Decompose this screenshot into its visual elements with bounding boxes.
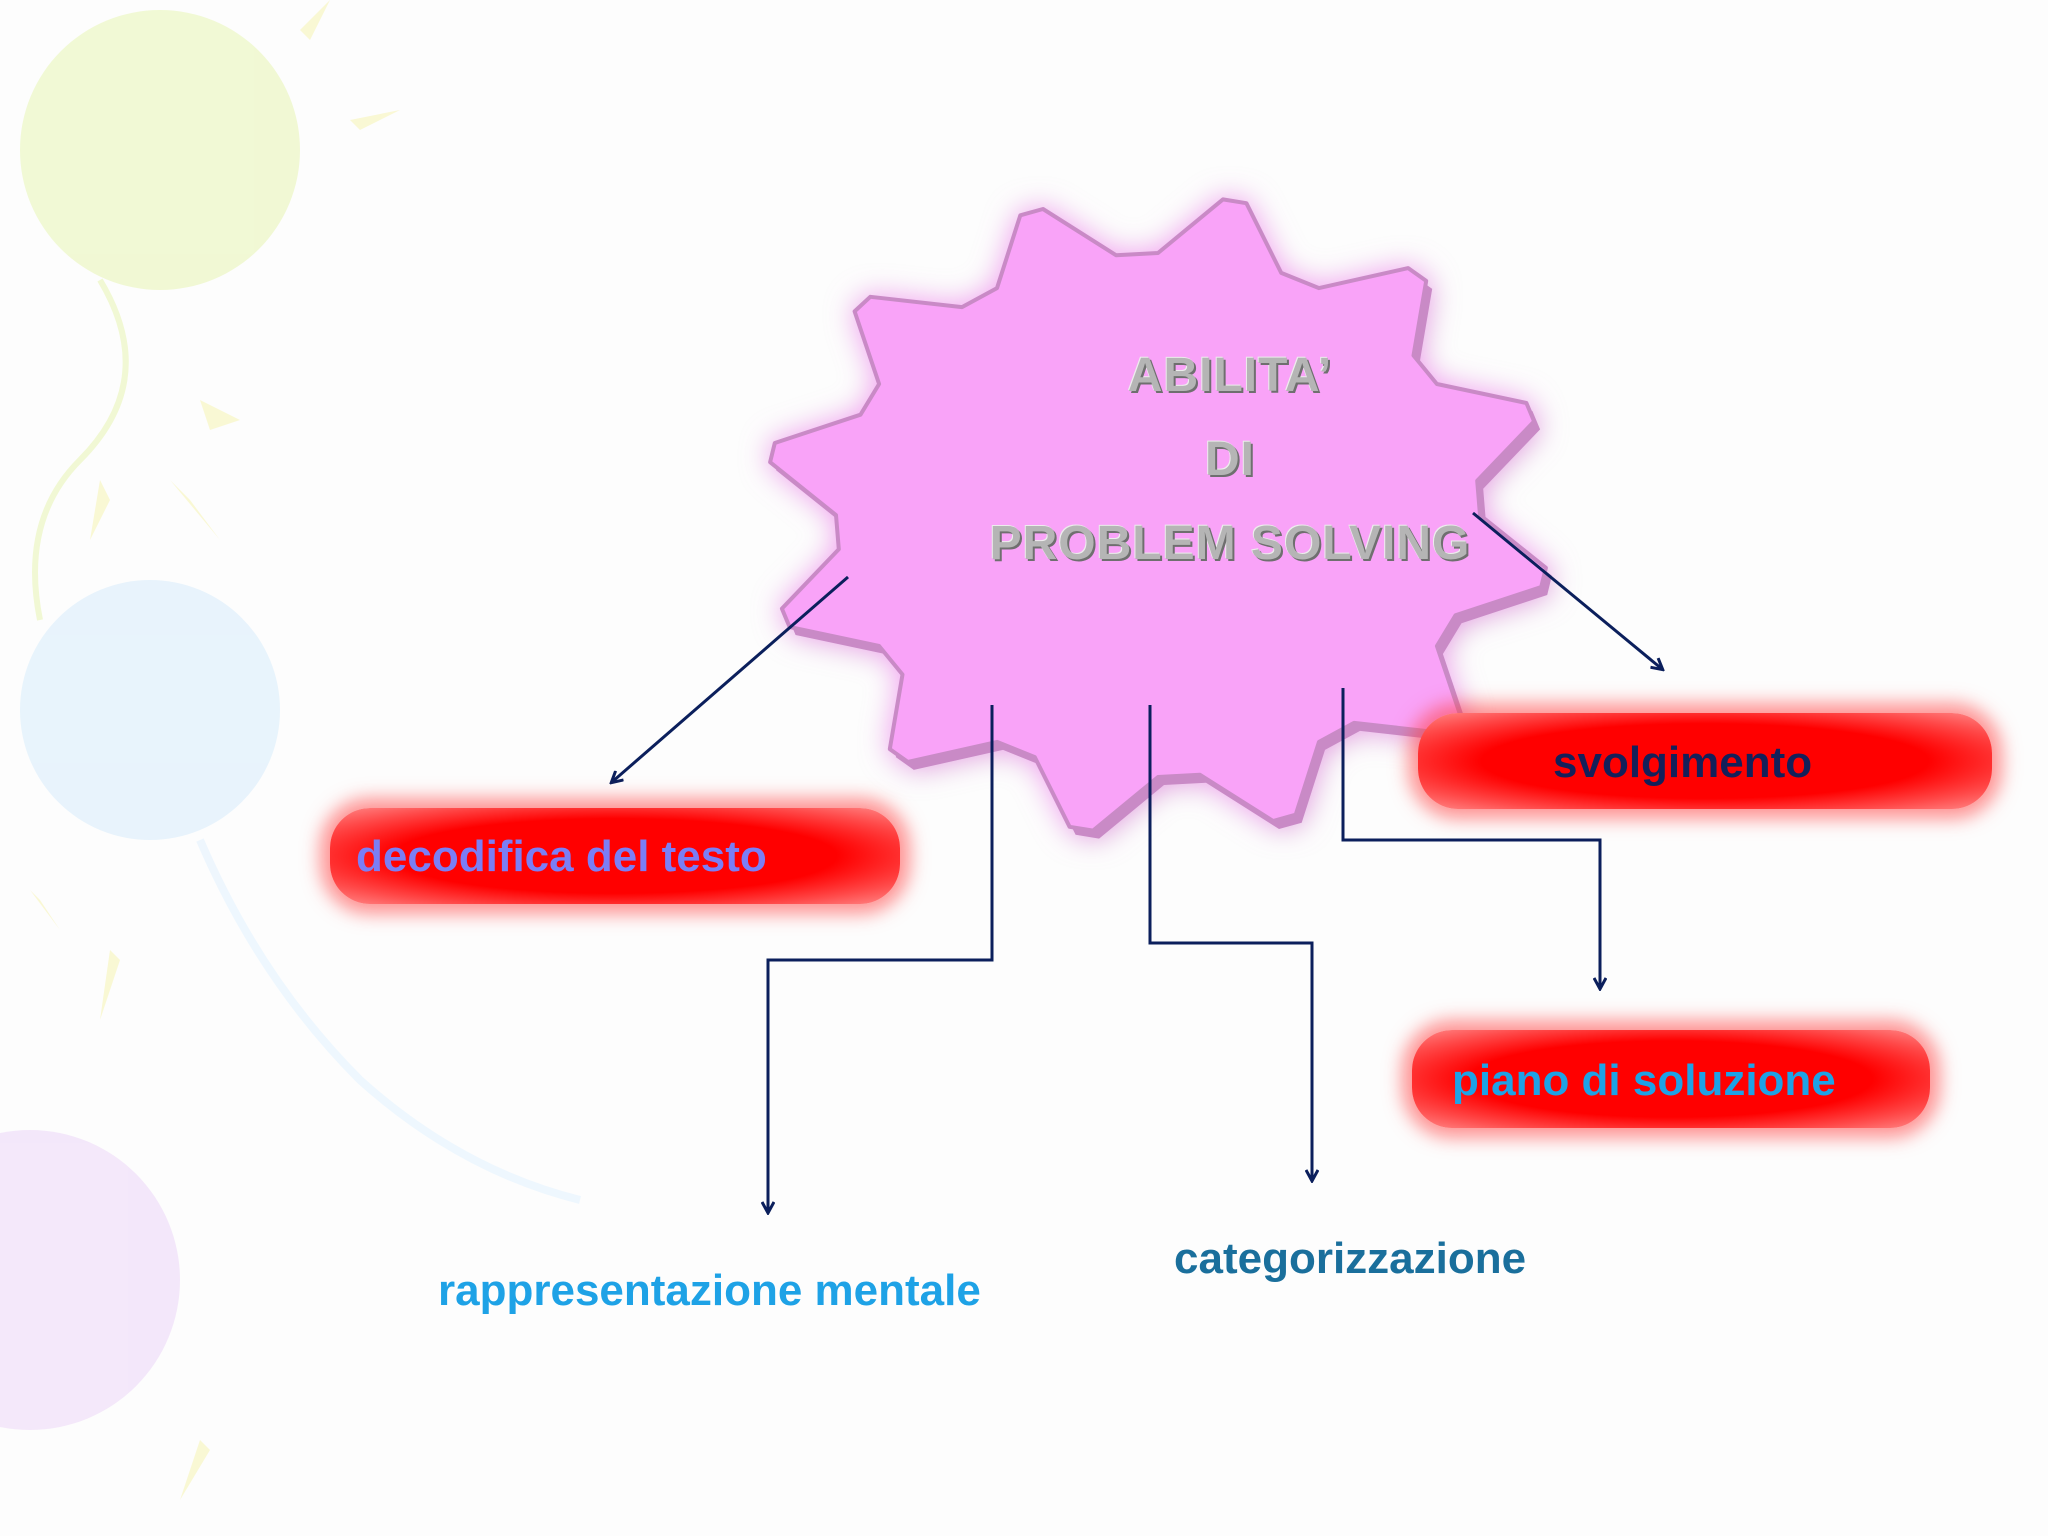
node-svolgimento-label: svolgimento xyxy=(1553,738,1813,787)
balloon-green-string xyxy=(32,278,129,621)
gear-shape-group xyxy=(768,197,1552,839)
node-piano-label: piano di soluzione xyxy=(1452,1056,1836,1105)
balloon-purple xyxy=(0,1130,180,1430)
balloon-blue-string xyxy=(196,838,581,1204)
node-decodifica-label: decodifica del testo xyxy=(356,832,767,881)
node-decodifica-box xyxy=(330,808,900,904)
arrow-to-decodifica xyxy=(612,575,849,782)
sun-rays xyxy=(30,0,400,1500)
center-title-line3: PROBLEM SOLVING xyxy=(989,517,1471,570)
node-svolgimento-box xyxy=(1418,713,1992,809)
node-categorizzazione-label: categorizzazione xyxy=(1174,1234,1527,1283)
node-rappresentazione-label: rappresentazione mentale xyxy=(438,1266,981,1315)
gear-body xyxy=(768,197,1548,833)
arrow-to-svolgimento xyxy=(1472,511,1662,669)
balloon-green xyxy=(20,10,300,290)
node-piano-box xyxy=(1412,1030,1930,1128)
balloon-blue xyxy=(20,580,280,840)
center-title-line2: DI xyxy=(1205,433,1255,486)
arrow-to-categorizzazione xyxy=(1148,705,1312,1180)
center-title-line1: ABILITA’ xyxy=(1127,349,1333,402)
arrow-to-rappresentazione xyxy=(768,705,994,1212)
arrow-to-piano xyxy=(1341,688,1600,988)
